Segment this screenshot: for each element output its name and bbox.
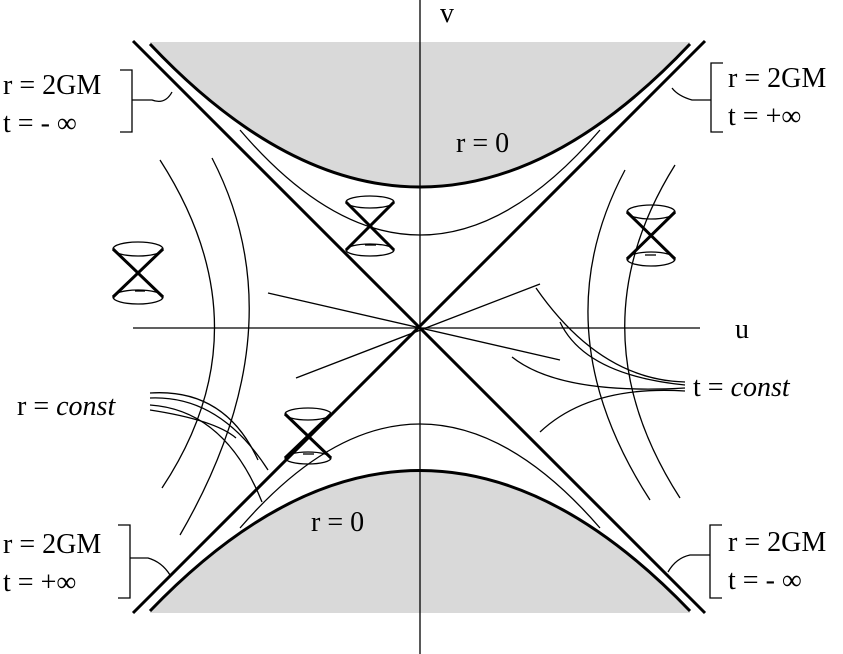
r-const-curve-top <box>239 129 601 236</box>
t-const-curve-3 <box>511 356 686 390</box>
bottom-singularity-curve <box>148 469 692 613</box>
bracket-bottom-right <box>667 524 722 599</box>
bracket-top-right <box>671 62 723 133</box>
horizon-label-top-left-r: r = 2GM <box>3 70 101 101</box>
r-const-prefix: r = <box>17 391 56 422</box>
r-const-bundle-1 <box>149 392 259 461</box>
r-const-curve-bottom <box>239 423 601 529</box>
r-const-bundle-4 <box>149 409 237 439</box>
r-const-curve-right-outer <box>624 164 681 499</box>
t-const-value: const <box>731 372 791 403</box>
light-cone-bottom-center <box>283 407 333 465</box>
r-const-curve-left-inner <box>179 157 250 536</box>
top-singularity-label: r = 0 <box>456 128 509 159</box>
u-axis-label: u <box>735 314 749 345</box>
r-const-bundle-3 <box>149 404 263 503</box>
light-cone-left <box>111 241 165 305</box>
light-cone-right <box>625 204 677 267</box>
v-axis-label: v <box>440 0 454 29</box>
r-const-curve-right-inner <box>587 169 651 501</box>
bracket-bottom-left <box>118 524 171 599</box>
t-const-prefix: t = <box>693 372 731 403</box>
t-const-label: t = const <box>693 372 791 403</box>
horizon-label-bottom-right-t: t = - ∞ <box>728 565 802 596</box>
horizon-label-top-left-t: t = - ∞ <box>3 108 77 139</box>
light-cone-top-center <box>344 195 396 257</box>
bracket-top-left <box>120 69 173 133</box>
horizon-label-bottom-left-r: r = 2GM <box>3 529 101 560</box>
t-const-curve-2 <box>559 321 686 386</box>
horizon-label-bottom-left-t: t = +∞ <box>3 567 76 598</box>
t-const-line-2 <box>295 283 541 379</box>
t-const-curve-4 <box>539 389 686 433</box>
r-const-label: r = const <box>17 391 116 422</box>
r-const-curve-left-outer <box>159 159 216 489</box>
r-const-value: const <box>56 391 116 422</box>
bottom-singularity-label: r = 0 <box>311 507 364 538</box>
r-const-bundle-2 <box>149 397 269 471</box>
t-const-curve-1 <box>535 287 686 383</box>
horizon-label-top-right-r: r = 2GM <box>728 63 826 94</box>
horizon-label-bottom-right-r: r = 2GM <box>728 527 826 558</box>
horizon-label-top-right-t: t = +∞ <box>728 101 801 132</box>
t-const-line-1 <box>267 292 561 361</box>
top-singularity-curve <box>148 42 692 189</box>
